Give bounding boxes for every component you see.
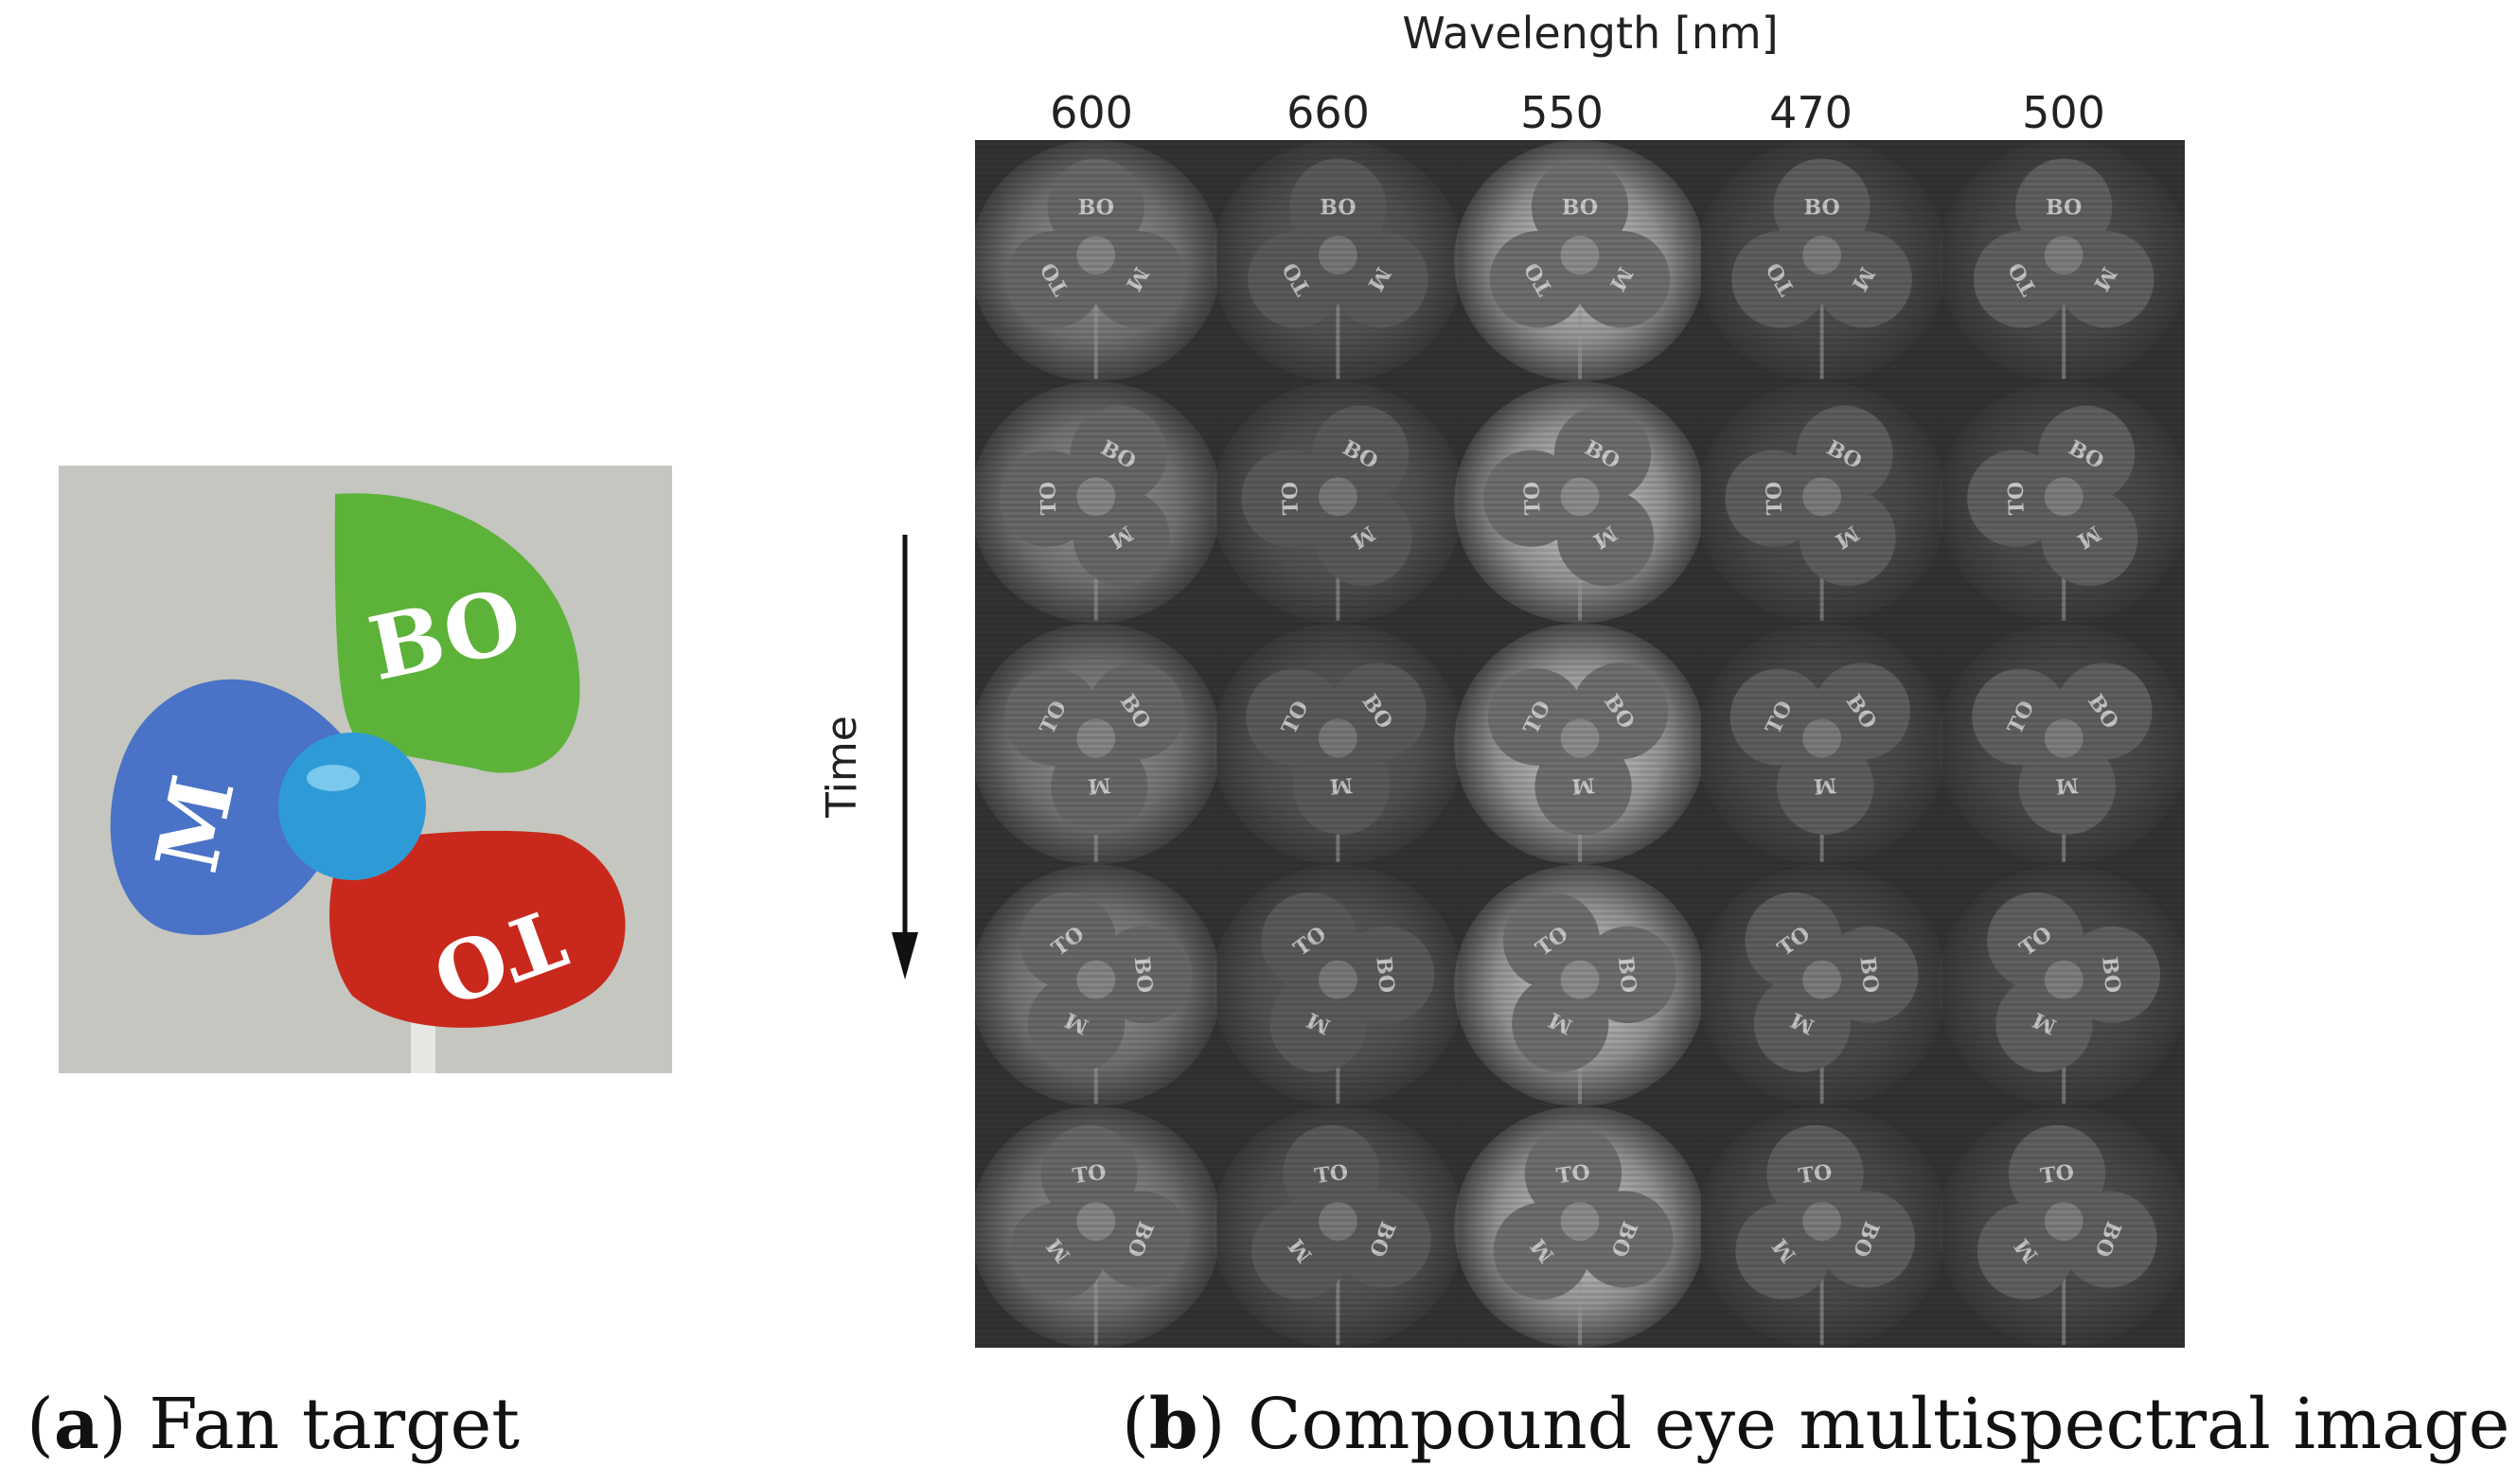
wavelength-label: 500 (2022, 87, 2105, 138)
fan-target-photo: BO M TO (59, 466, 672, 1073)
wavelength-label: 600 (1050, 87, 1133, 138)
blue-blade (110, 679, 362, 935)
multispectral-image-grid: BOMTOBOMTOBOMTOBOMTOBOMTOBOMTOBOMTOBOMTO… (975, 140, 2185, 1348)
wavelength-label: 550 (1520, 87, 1604, 138)
green-blade (334, 493, 580, 773)
time-axis-label: Time (818, 716, 866, 818)
wavelength-label: 470 (1769, 87, 1853, 138)
caption-b: (b) Compound eye multispectral image (1122, 1384, 2510, 1465)
time-arrow-icon (892, 535, 918, 980)
red-blade (329, 830, 626, 1028)
caption-a-letter: a (53, 1384, 99, 1465)
caption-a-text: Fan target (149, 1384, 520, 1465)
blade-letter-m: M (136, 768, 254, 880)
caption-b-letter: b (1148, 1384, 1198, 1465)
caption-a: (a) Fan target (27, 1384, 520, 1465)
wavelength-label: 660 (1286, 87, 1370, 138)
wavelength-axis-title: Wavelength [nm] (1402, 8, 1779, 59)
fan-hub (278, 733, 426, 880)
caption-b-text: Compound eye multispectral image (1248, 1384, 2510, 1465)
